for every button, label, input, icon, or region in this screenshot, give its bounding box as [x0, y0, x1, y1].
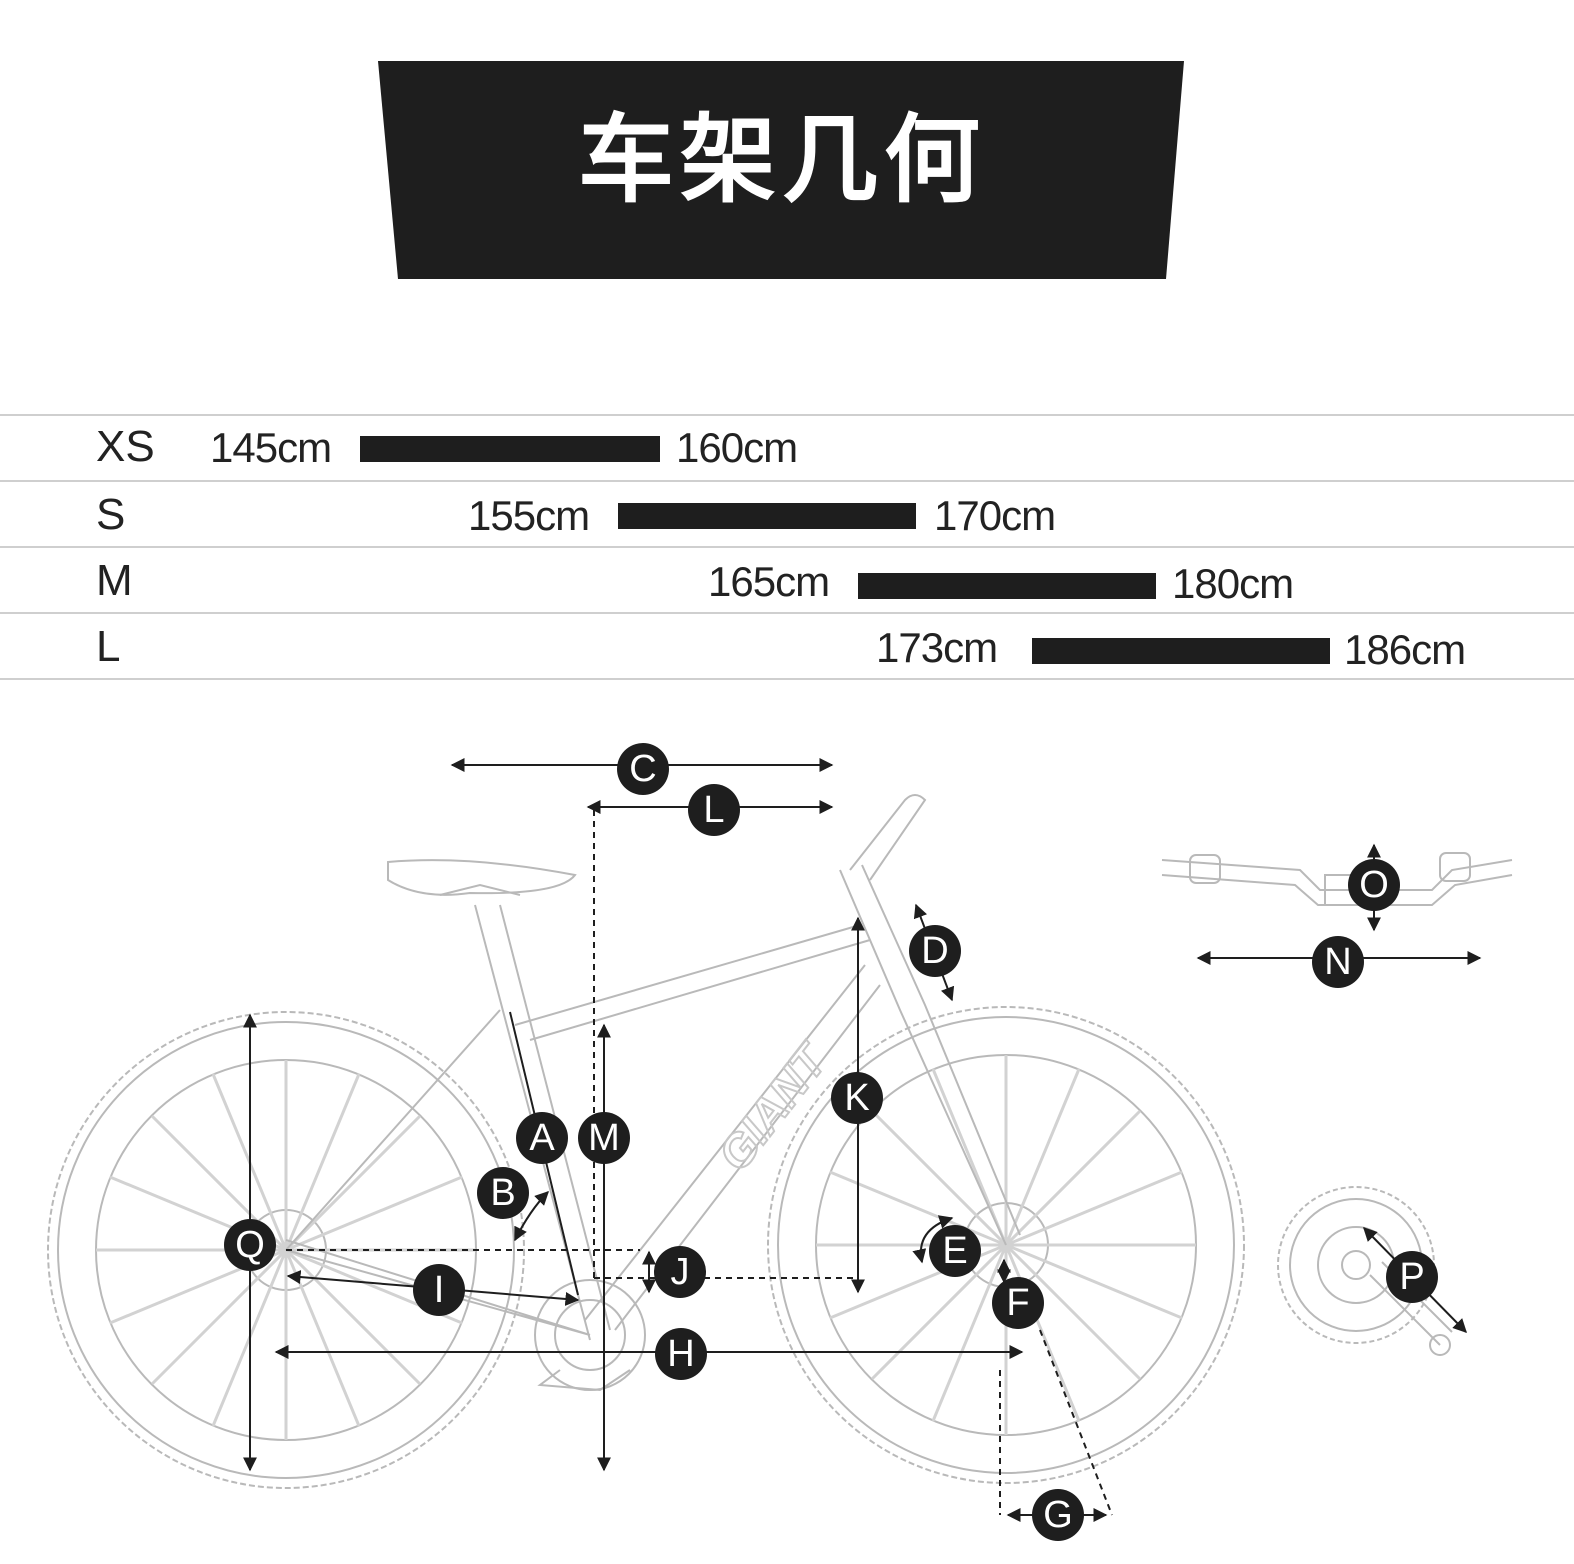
- size-label: XS: [96, 422, 155, 471]
- bike-drawing: GIANT: [47, 758, 1513, 1522]
- banner-shape: [378, 61, 1184, 279]
- height-range-bar: [618, 503, 916, 529]
- size-label: S: [96, 490, 126, 539]
- marker-h: H: [655, 1328, 707, 1380]
- height-range-bar: [360, 436, 660, 462]
- size-row-xs: XS 145cm 160cm: [0, 414, 1574, 480]
- banner-background: [378, 61, 1184, 279]
- bike-geometry-diagram: GIANT: [0, 690, 1574, 1560]
- marker-e: E: [929, 1225, 981, 1277]
- marker-g: G: [1032, 1489, 1084, 1541]
- height-min: 173cm: [876, 624, 998, 671]
- marker-l: L: [688, 784, 740, 836]
- svg-text:GIANT: GIANT: [708, 1032, 839, 1180]
- height-range-bar: [1032, 638, 1330, 664]
- height-min: 155cm: [468, 492, 590, 539]
- size-row-m: M 165cm 180cm: [0, 546, 1574, 612]
- size-label: M: [96, 556, 133, 605]
- marker-p: P: [1386, 1251, 1438, 1303]
- handlebar-detail: [1161, 852, 1513, 906]
- dimension-lines: [243, 758, 1482, 1522]
- height-min: 165cm: [708, 558, 830, 605]
- height-max: 170cm: [934, 492, 1056, 539]
- marker-o: O: [1348, 859, 1400, 911]
- marker-b: B: [477, 1167, 529, 1219]
- size-row-s: S 155cm 170cm: [0, 480, 1574, 546]
- height-max: 186cm: [1344, 626, 1466, 673]
- marker-c: C: [617, 743, 669, 795]
- height-max: 160cm: [676, 424, 798, 471]
- height-max: 180cm: [1172, 560, 1294, 607]
- bike-frame: GIANT: [285, 794, 1021, 1392]
- marker-n: N: [1312, 936, 1364, 988]
- marker-j: J: [654, 1246, 706, 1298]
- marker-i: I: [413, 1264, 465, 1316]
- marker-m: M: [578, 1112, 630, 1164]
- marker-a: A: [516, 1112, 568, 1164]
- size-row-l: L 173cm 186cm: [0, 612, 1574, 680]
- title-banner: 车架几何: [0, 0, 1574, 300]
- marker-k: K: [831, 1072, 883, 1124]
- size-label: L: [96, 622, 121, 671]
- height-min: 145cm: [210, 424, 332, 471]
- marker-f: F: [992, 1277, 1044, 1329]
- height-range-bar: [858, 573, 1156, 599]
- marker-d: D: [909, 925, 961, 977]
- page-title: 车架几何: [578, 104, 986, 216]
- marker-q: Q: [224, 1219, 276, 1271]
